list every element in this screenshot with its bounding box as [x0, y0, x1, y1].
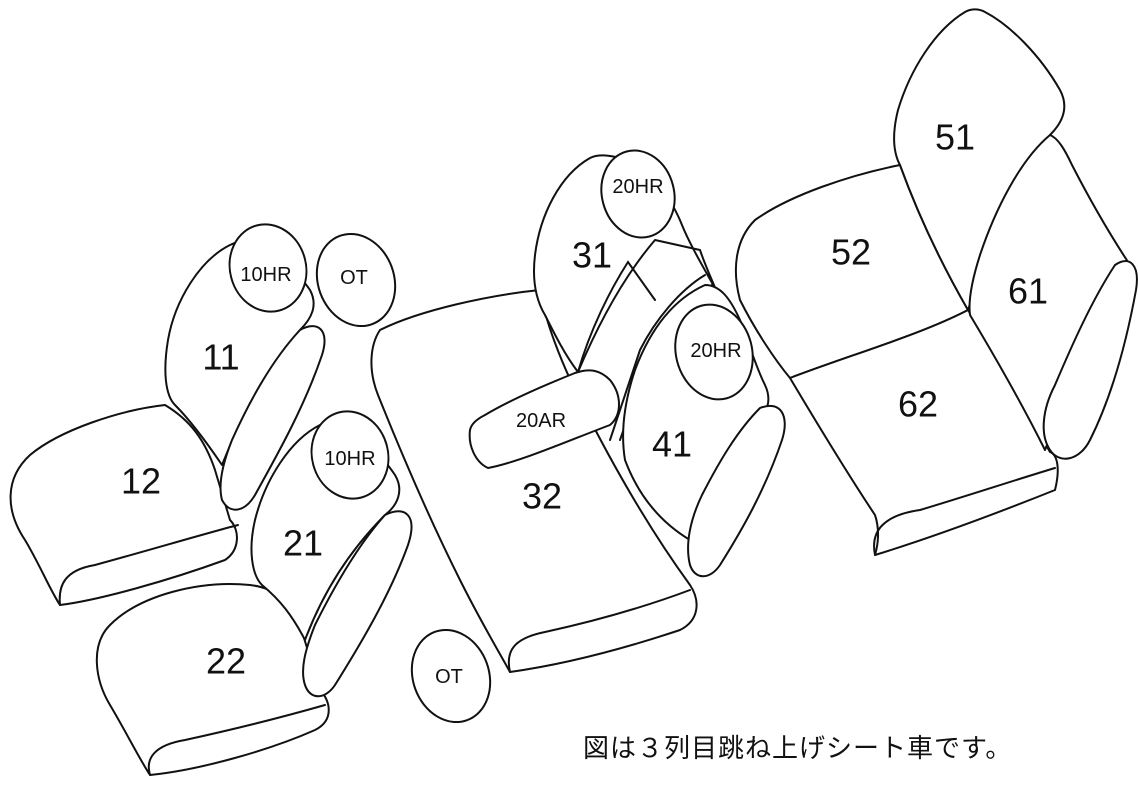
headrest-20hr-top: [600, 149, 676, 239]
label-20hr-top: 20HR: [612, 176, 663, 198]
label-52: 52: [831, 232, 871, 273]
seam-31-cavity: [577, 260, 656, 373]
seam-12: [58, 524, 239, 606]
label-31: 31: [572, 235, 612, 276]
seat-part-11-side: [219, 325, 326, 511]
label-32: 32: [522, 476, 562, 517]
seat-part-62: [789, 309, 1059, 556]
label-ot-upper: OT: [340, 267, 368, 289]
seam-22: [147, 704, 326, 776]
armrest-20ar: [468, 369, 620, 469]
seat-part-41-side: [687, 404, 786, 578]
seat-group-third-row: [734, 8, 1138, 556]
label-51: 51: [935, 117, 975, 158]
label-20hr-right: 20HR: [690, 340, 741, 362]
headrest-20hr-right: [674, 303, 754, 401]
seam-62: [873, 467, 1056, 556]
label-10hr-front: 10HR: [240, 264, 291, 286]
label-20ar: 20AR: [516, 410, 566, 432]
headrest-10hr-second-left: [310, 410, 390, 500]
seam-32: [507, 589, 691, 673]
diagram-caption: 図は３列目跳ね上げシート車です。: [583, 734, 1012, 764]
label-41: 41: [652, 424, 692, 465]
headrest-10hr-front-left: [228, 223, 308, 313]
label-12: 12: [121, 461, 161, 502]
seat-group-second-bench: [370, 149, 786, 673]
seat-part-21-side: [302, 510, 413, 698]
label-22: 22: [206, 641, 246, 682]
label-21: 21: [283, 523, 323, 564]
seat-group-second-left: [95, 410, 413, 776]
label-11: 11: [202, 337, 239, 378]
label-10hr-second: 10HR: [324, 448, 375, 470]
seam-31-center: [609, 274, 706, 441]
seat-group-front-left: [9, 223, 326, 606]
ot-cover-upper: [315, 232, 397, 328]
ot-cover-lower: [410, 628, 492, 724]
label-ot-lower: OT: [435, 666, 463, 688]
label-61: 61: [1008, 271, 1048, 312]
seat-part-61-side: [1042, 260, 1138, 460]
label-62: 62: [898, 384, 938, 425]
